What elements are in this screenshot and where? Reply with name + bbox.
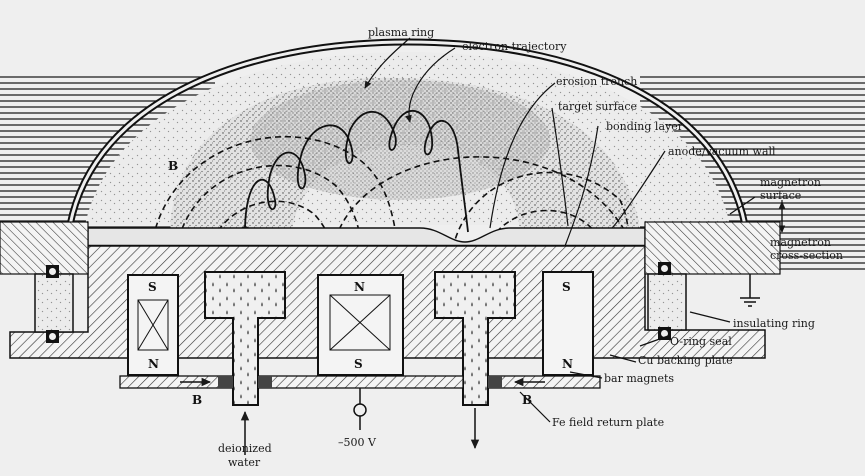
target-surface-label: target surface xyxy=(558,100,637,113)
bar-magnets-label: bar magnets xyxy=(604,372,674,385)
electron-trajectory-label: electron trajectory xyxy=(462,40,567,53)
water-label-1: deionized xyxy=(218,442,272,455)
magnetron-surface-label-1: magnetron xyxy=(760,176,821,189)
magnetron-cross-label-1: magnetron xyxy=(770,236,831,249)
target-surface xyxy=(87,227,646,247)
water-channel-right xyxy=(434,271,516,406)
electron-trajectory xyxy=(244,109,469,233)
insulating-ring-label: insulating ring xyxy=(733,317,815,330)
bar-magnet-left xyxy=(127,274,179,376)
water-channel-left xyxy=(204,271,286,406)
voltage-terminal xyxy=(353,388,367,430)
magnetron-surface-label-2: surface xyxy=(760,189,801,202)
anode-wall-label: anode/vacuum wall xyxy=(668,145,776,158)
magnet-right-top-pole: S xyxy=(562,280,571,294)
magnet-right-bottom-pole: N xyxy=(562,357,573,371)
leader-lines xyxy=(364,37,786,423)
magnet-center-top-pole: N xyxy=(354,280,365,294)
voltage-label: –500 V xyxy=(338,436,377,449)
left-wall-hatch xyxy=(0,221,89,275)
b-field-label: B xyxy=(168,159,178,173)
bonding-layer-label: bonding layer xyxy=(606,120,684,133)
b-left-label: B xyxy=(192,393,202,407)
plasma-dense-zone xyxy=(250,80,550,200)
plasma-ring-label: plasma ring xyxy=(368,26,434,39)
magnetron-cross-label-2: cross-section xyxy=(770,249,843,262)
bar-magnet-right xyxy=(542,271,594,376)
water-label-2: water xyxy=(228,456,261,469)
o-ring-seal-label: O-ring seal xyxy=(670,335,732,348)
erosion-trench-label: erosion trench xyxy=(556,75,637,88)
cu-backing-plate-label: Cu backing plate xyxy=(638,354,733,367)
o-ring-seals xyxy=(46,262,671,343)
insulating-ring-right xyxy=(647,273,687,331)
magnet-center-bottom-pole: S xyxy=(354,357,363,371)
fe-plate-label: Fe field return plate xyxy=(552,416,664,429)
magnet-left-bottom-pole: N xyxy=(148,357,159,371)
ground-icon xyxy=(740,274,760,307)
bar-magnet-center xyxy=(317,274,404,376)
b-right-label: B xyxy=(522,393,532,407)
insulating-ring-left xyxy=(34,273,74,333)
magnet-left-top-pole: S xyxy=(148,280,157,294)
